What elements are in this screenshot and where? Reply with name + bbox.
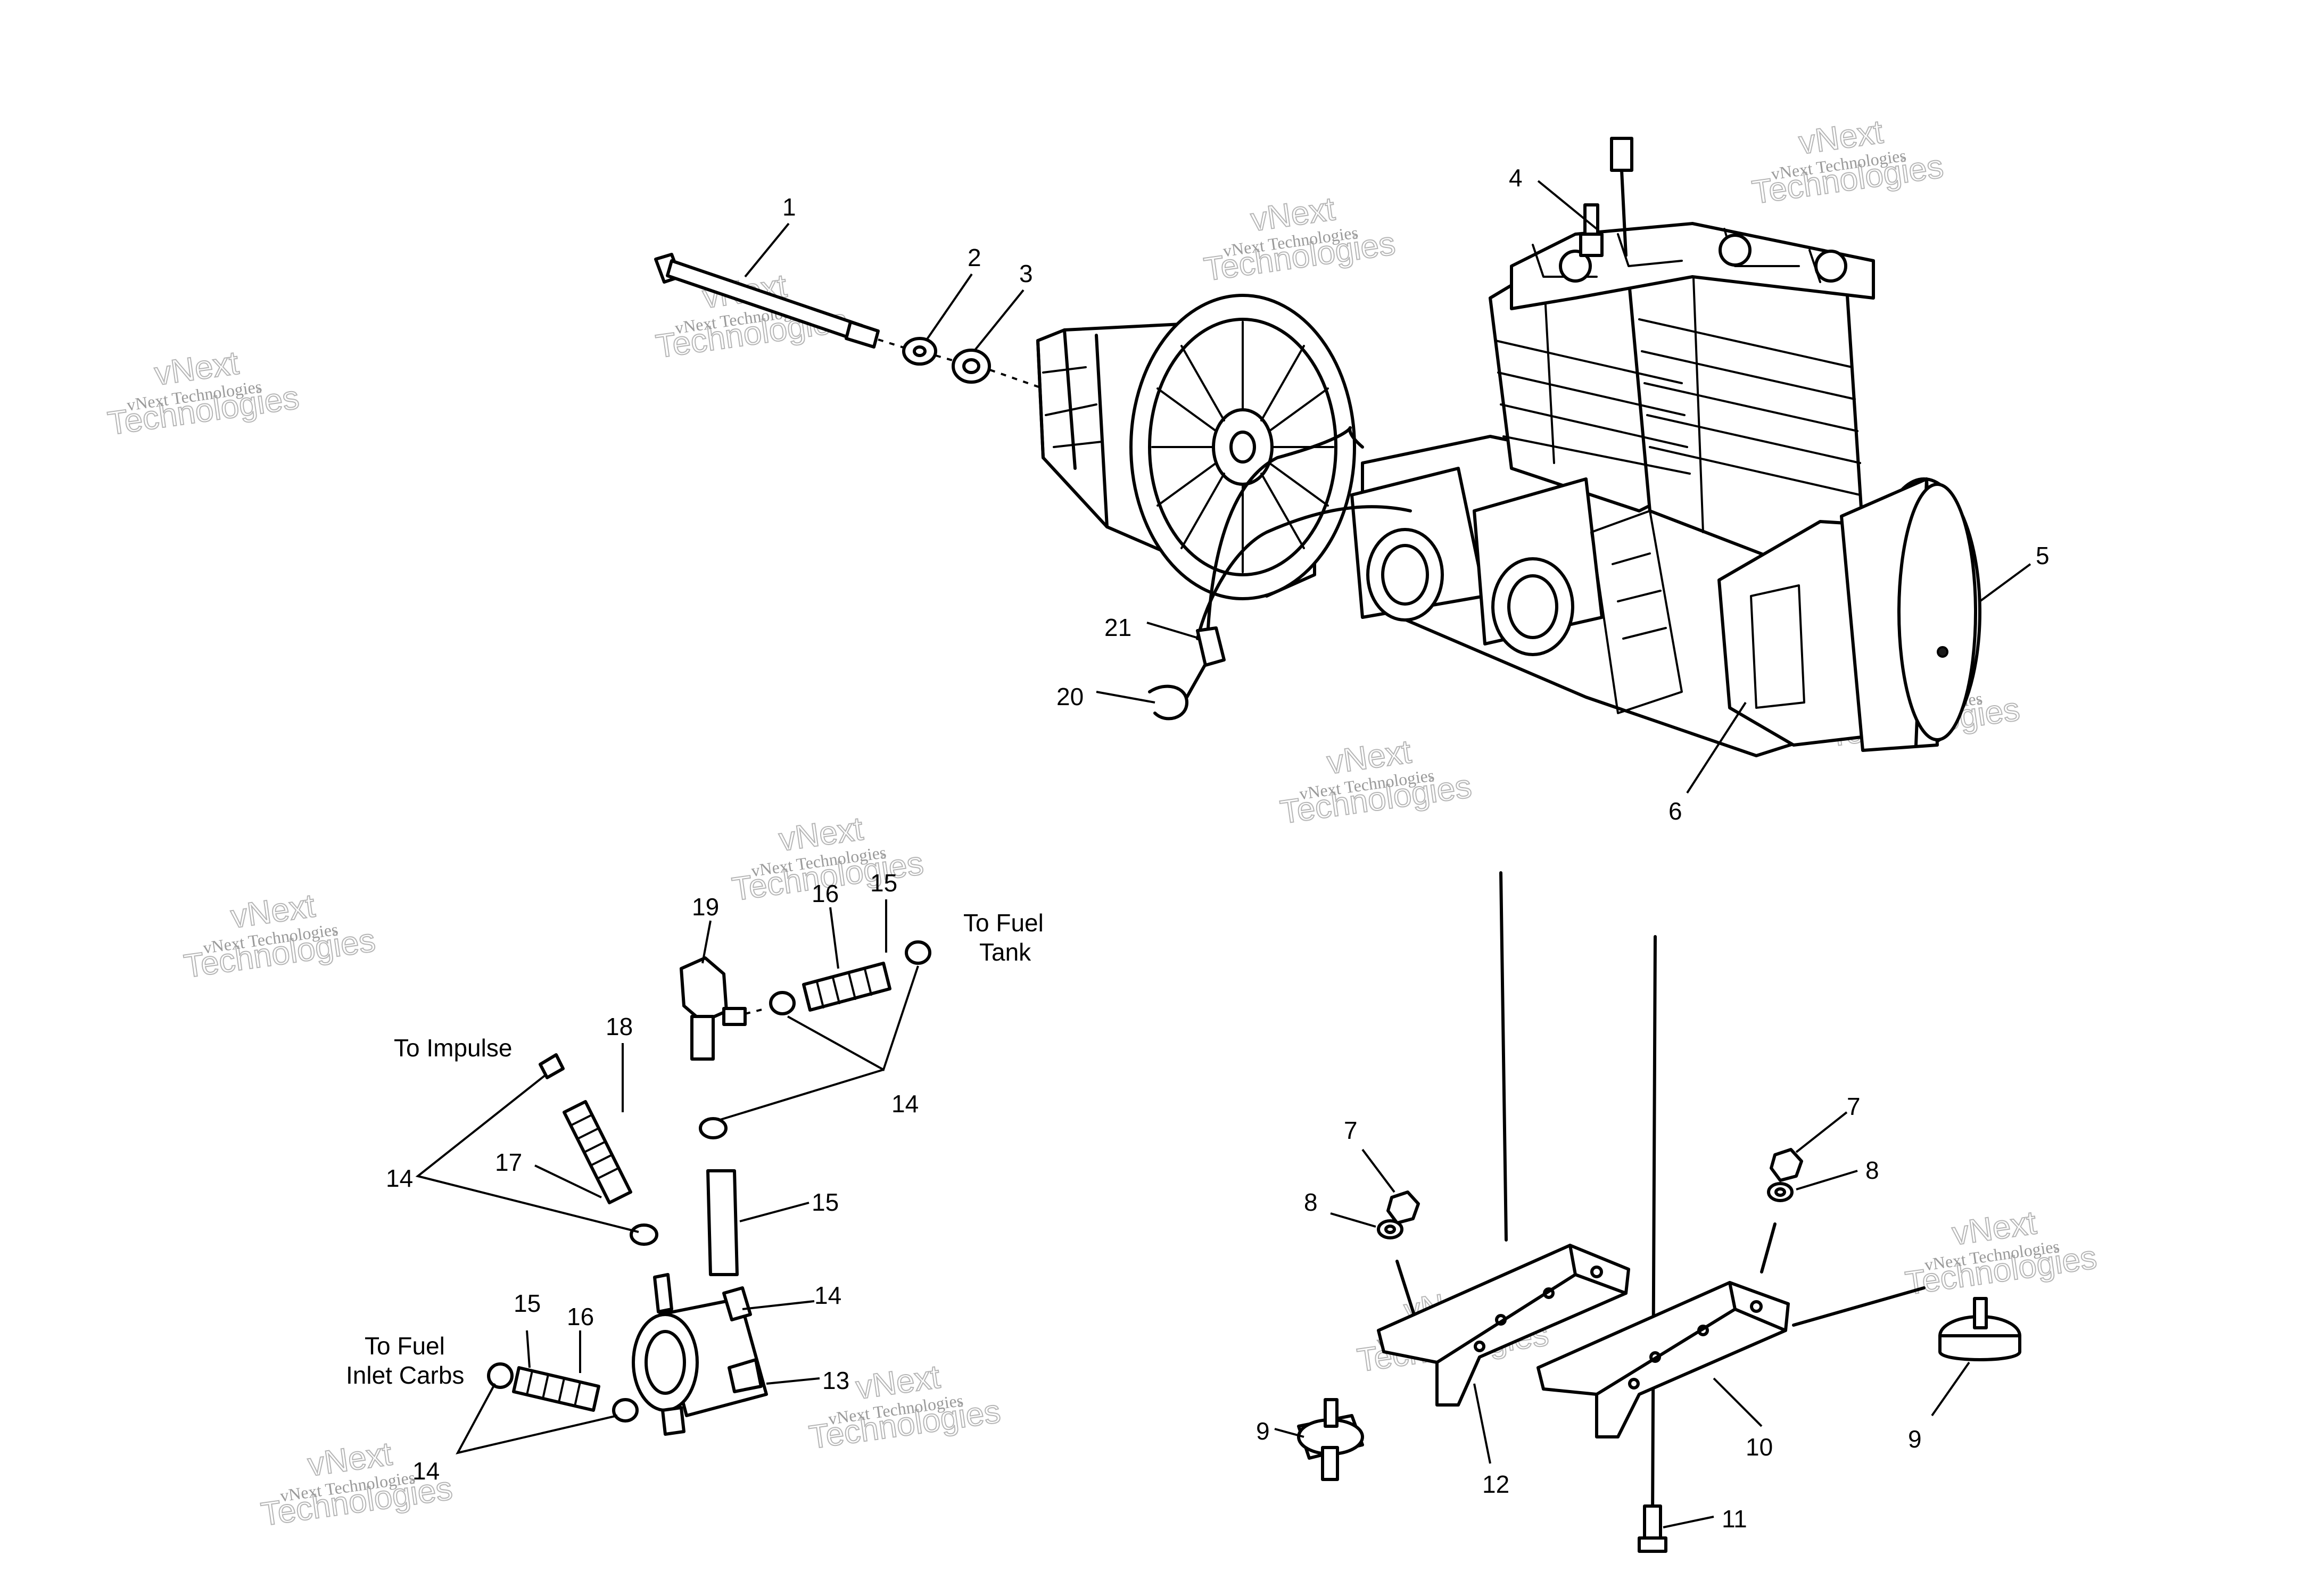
watermark: Technologies vNext vNext Technologies xyxy=(105,344,302,443)
fuel-system xyxy=(487,940,931,1436)
note-fuel-tank: To Fuel xyxy=(963,909,1044,937)
note-inlet-carbs: To Fuel xyxy=(365,1332,445,1360)
callout-7b: 7 xyxy=(1847,1093,1861,1120)
spacer-washer xyxy=(952,349,991,384)
washer xyxy=(902,337,937,366)
callout-14a: 14 xyxy=(891,1090,919,1118)
watermark: Technologies vNext vNext Technologies xyxy=(1749,113,1946,212)
callout-3: 3 xyxy=(1019,260,1033,287)
callout-8a: 8 xyxy=(1304,1188,1318,1216)
callout-4: 4 xyxy=(1509,164,1523,192)
note-impulse: To Impulse xyxy=(394,1034,512,1062)
callout-5: 5 xyxy=(2036,542,2050,569)
callout-20: 20 xyxy=(1056,683,1084,710)
callout-14b: 14 xyxy=(386,1164,413,1192)
engine-mounts xyxy=(1297,871,2021,1553)
notes: To Fuel Tank To Impulse To Fuel Inlet Ca… xyxy=(346,909,1044,1389)
callout-13: 13 xyxy=(822,1367,849,1394)
drive-clutch xyxy=(1036,294,1356,600)
callout-7a: 7 xyxy=(1344,1117,1358,1144)
callout-15a: 15 xyxy=(870,869,897,897)
callout-8b: 8 xyxy=(1865,1156,1879,1184)
callout-16a: 16 xyxy=(812,880,839,907)
callouts: 1 2 3 4 5 6 21 20 19 16 15 14 18 17 14 1… xyxy=(386,164,2050,1533)
callout-16b: 16 xyxy=(567,1303,594,1330)
leader-lines xyxy=(415,180,2031,1528)
note-inlet-carbs: Inlet Carbs xyxy=(346,1361,464,1389)
callout-18: 18 xyxy=(606,1013,633,1040)
callout-6: 6 xyxy=(1668,797,1682,825)
callout-10: 10 xyxy=(1746,1433,1773,1461)
watermark: Technologies vNext vNext Technologies xyxy=(181,887,378,986)
callout-15c: 15 xyxy=(514,1289,541,1317)
callout-15b: 15 xyxy=(812,1188,839,1216)
callout-11: 11 xyxy=(1722,1505,1747,1533)
callout-14d: 14 xyxy=(412,1457,440,1485)
watermark: Technologies vNext vNext Technologies xyxy=(1277,733,1474,832)
callout-9a: 9 xyxy=(1256,1417,1270,1445)
watermark: Technologies vNext vNext Technologies xyxy=(1903,1204,2100,1303)
watermark: Technologies vNext vNext Technologies xyxy=(1201,190,1398,289)
callout-17: 17 xyxy=(495,1148,522,1176)
callout-19: 19 xyxy=(692,893,719,921)
engine xyxy=(1350,137,1981,757)
callout-12: 12 xyxy=(1482,1470,1509,1498)
callout-2: 2 xyxy=(968,244,981,271)
callout-14c: 14 xyxy=(814,1281,841,1309)
note-fuel-tank: Tank xyxy=(979,938,1031,966)
clutch-bolt xyxy=(654,253,916,352)
callout-21: 21 xyxy=(1104,614,1131,641)
cable xyxy=(1148,426,1412,721)
callout-1: 1 xyxy=(782,193,796,221)
callout-9b: 9 xyxy=(1908,1425,1922,1453)
